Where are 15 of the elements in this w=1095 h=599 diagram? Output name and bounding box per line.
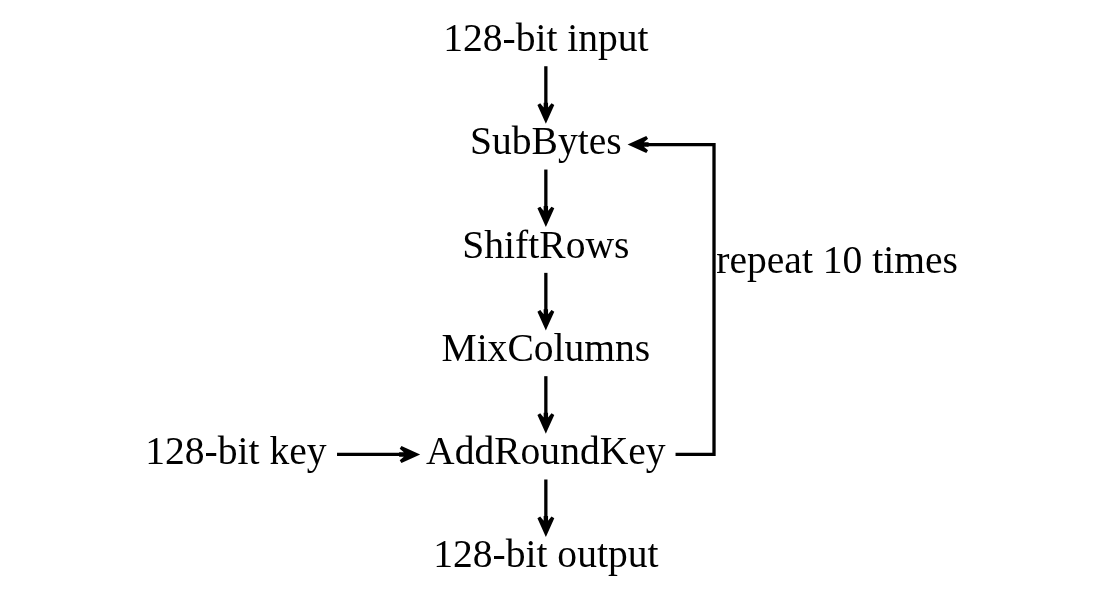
arrow bbox=[537, 169, 555, 225]
node-text: ShiftRows bbox=[462, 222, 630, 267]
arrow bbox=[537, 479, 555, 535]
arrow bbox=[337, 445, 418, 464]
arrow bbox=[537, 376, 555, 432]
arrow bbox=[537, 272, 555, 329]
node-text: 128-bit input bbox=[443, 15, 649, 60]
node-text: AddRoundKey bbox=[426, 429, 666, 474]
node-text: MixColumns bbox=[441, 325, 651, 370]
node-text: 128-bit key bbox=[145, 429, 327, 474]
arrow bbox=[537, 66, 555, 122]
node-text: SubBytes bbox=[470, 119, 622, 164]
edge-label: repeat 10 times bbox=[716, 237, 958, 282]
node-text: 128-bit output bbox=[433, 532, 659, 577]
arrow bbox=[629, 135, 716, 457]
